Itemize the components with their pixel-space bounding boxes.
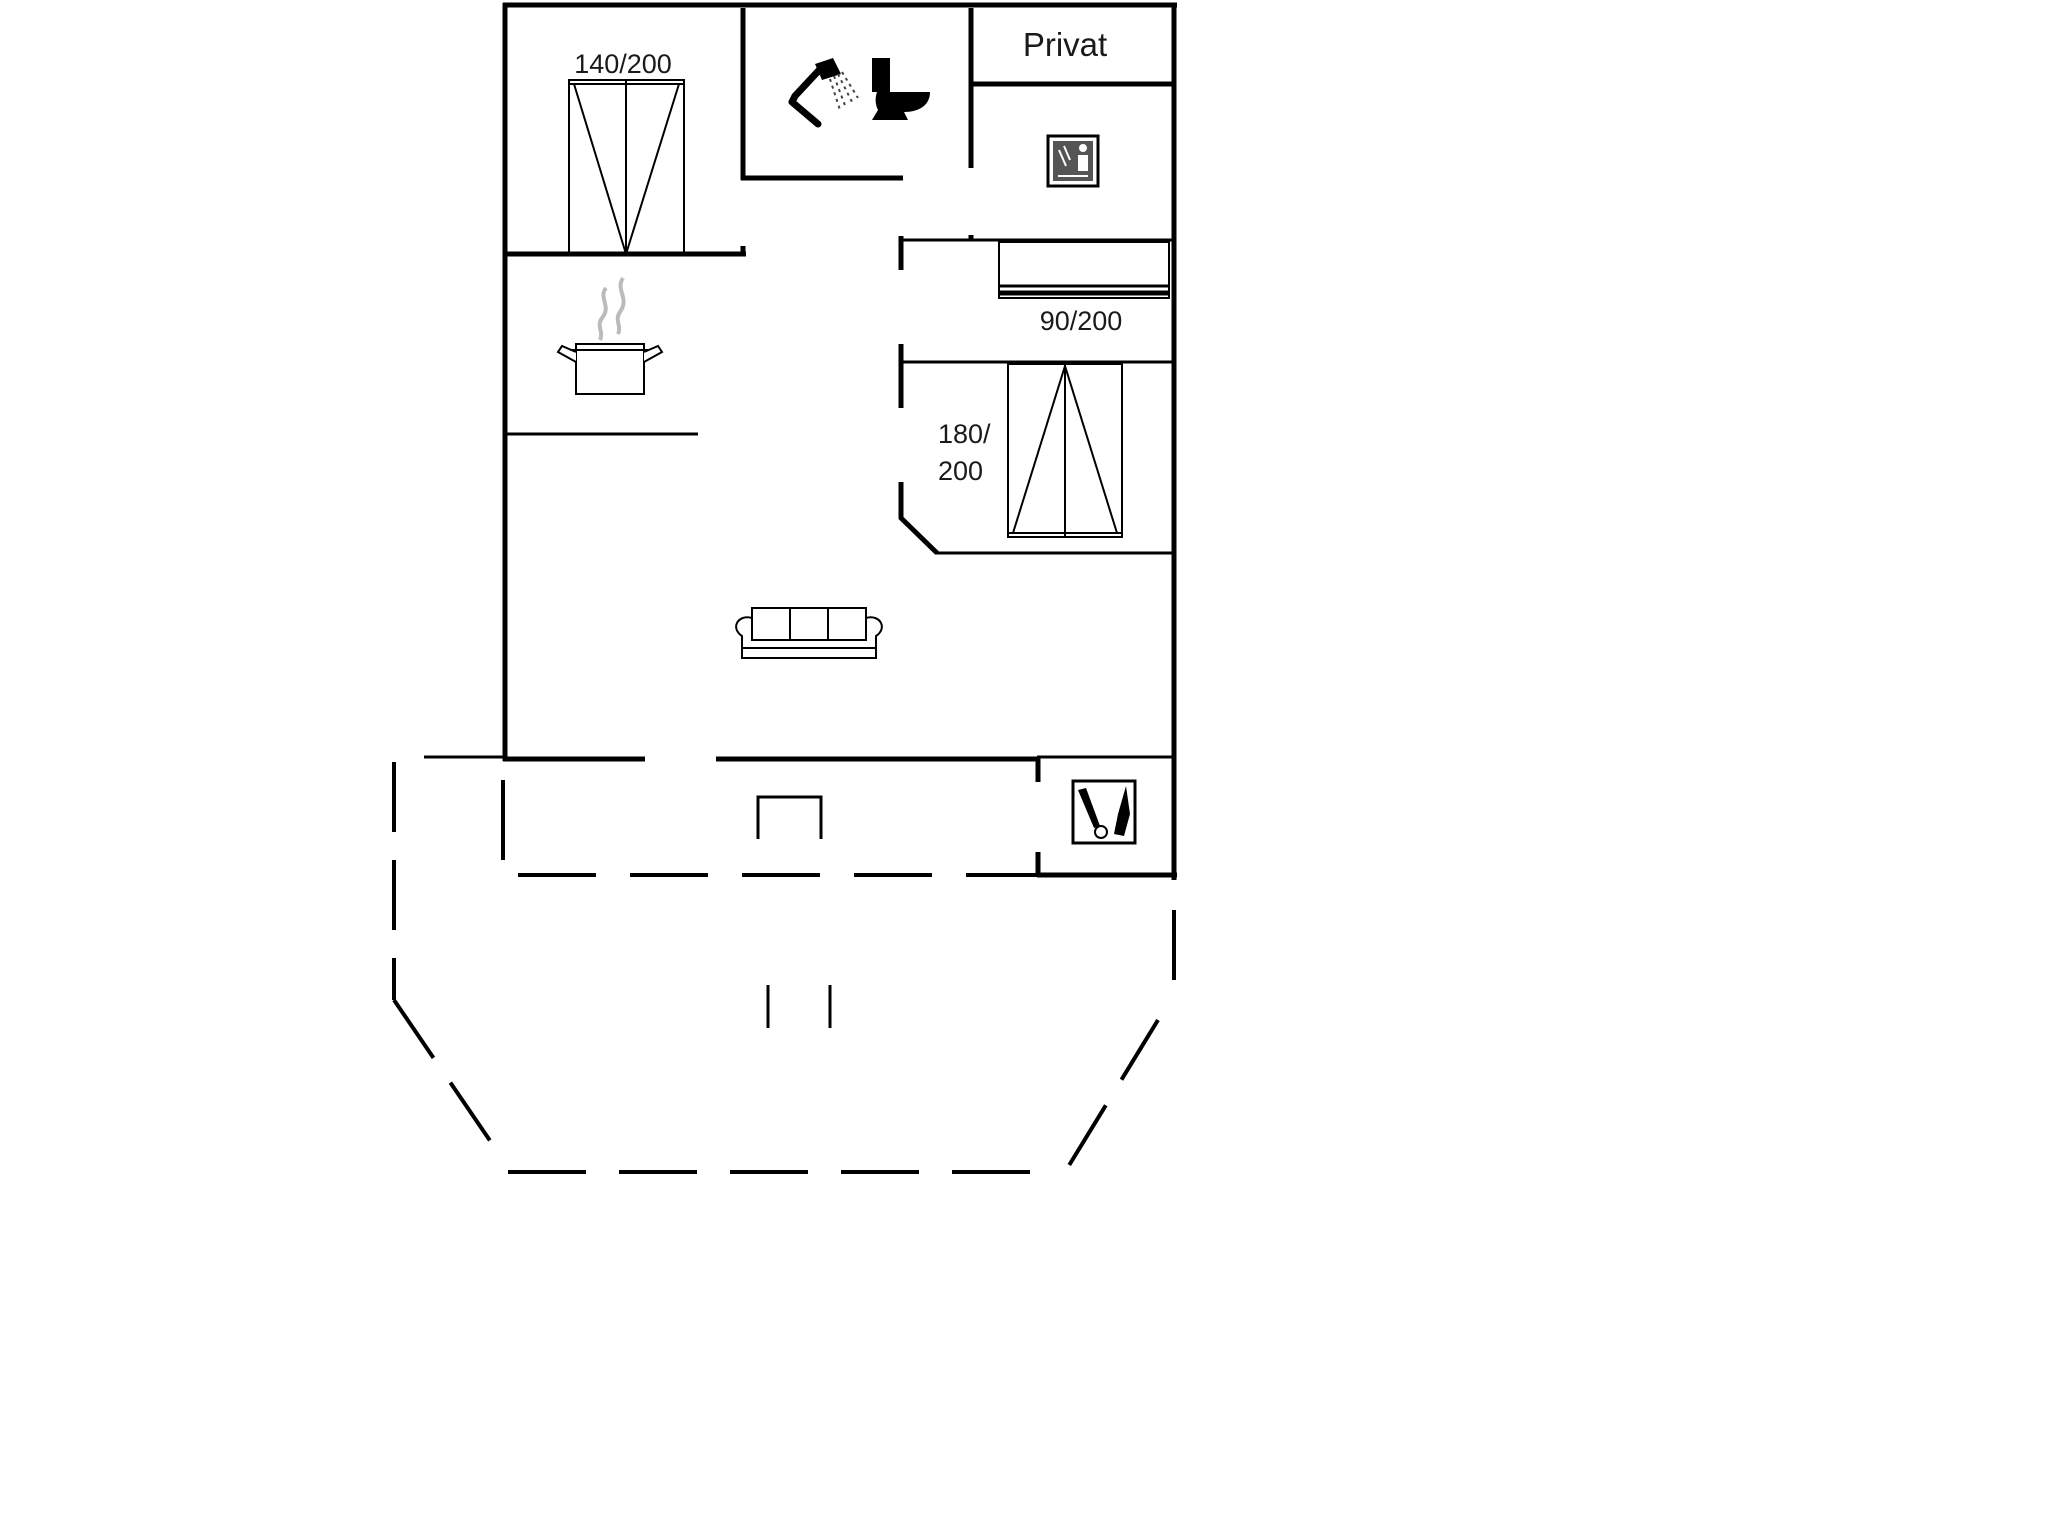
shower-icon (788, 58, 859, 128)
sofa-icon (735, 607, 883, 659)
room-label-private: Privat (1023, 26, 1107, 63)
floorplan: 140/200 Privat 90/200 180/ 200 (392, 2, 1177, 1174)
bed-label-180-line1: 180/ (938, 419, 991, 449)
bed-single-90 (998, 241, 1170, 299)
interior-walls (507, 8, 1172, 877)
toilet-icon (872, 58, 930, 120)
bed-label-140: 140/200 (574, 49, 672, 79)
bed-label-90: 90/200 (1040, 306, 1123, 336)
terrace-outline (392, 762, 1176, 1174)
outer-walls (424, 2, 1177, 880)
bed-double-180 (1007, 363, 1123, 538)
bed-label-180-line2: 200 (938, 456, 983, 486)
bed-double-140 (568, 79, 685, 255)
cooking-pot-icon (556, 276, 664, 395)
utility-room-icon (1046, 134, 1100, 188)
washing-machine-icon (1071, 779, 1137, 845)
